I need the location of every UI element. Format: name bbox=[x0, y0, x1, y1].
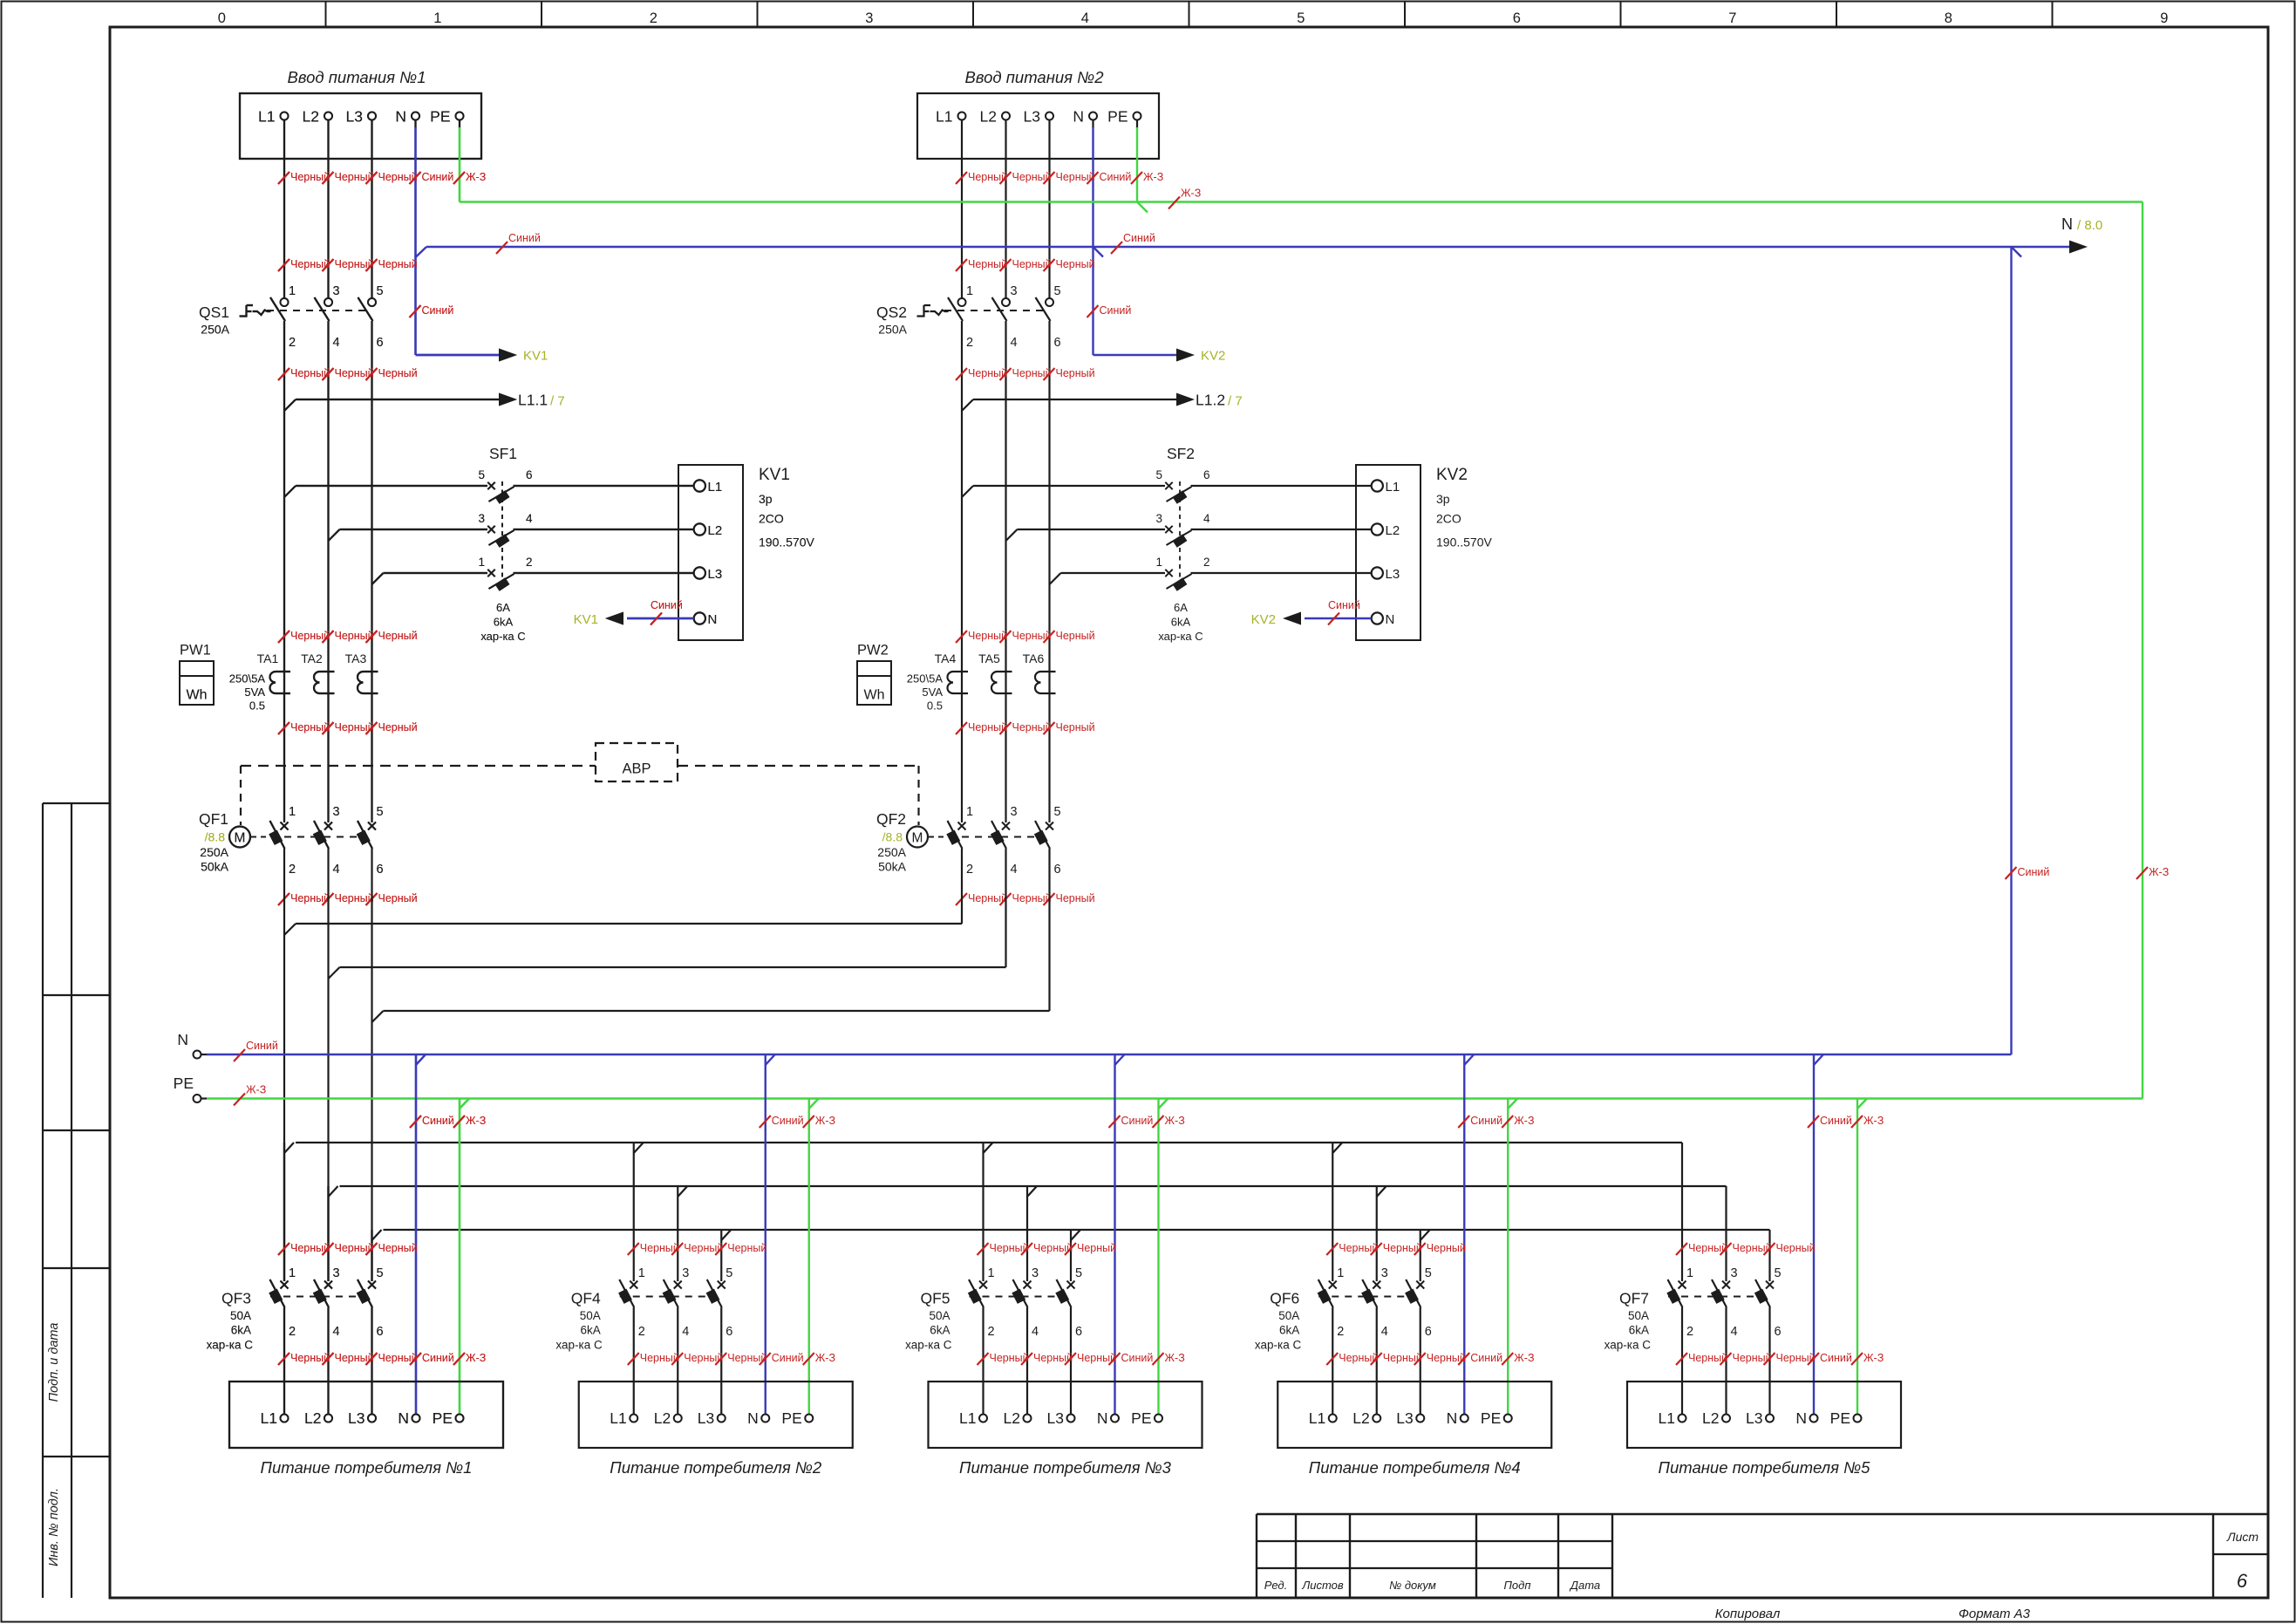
svg-text:1: 1 bbox=[433, 10, 441, 26]
svg-text:9: 9 bbox=[2160, 10, 2168, 26]
svg-text:SF2: SF2 bbox=[1167, 445, 1195, 462]
svg-text:6: 6 bbox=[2237, 1570, 2248, 1592]
svg-text:АВР: АВР bbox=[622, 761, 651, 777]
svg-text:4: 4 bbox=[1081, 10, 1089, 26]
svg-text:7: 7 bbox=[1728, 10, 1736, 26]
svg-text:KV2: KV2 bbox=[1436, 466, 1468, 484]
svg-text:Дата: Дата bbox=[1569, 1579, 1600, 1592]
svg-text:Формат А3: Формат А3 bbox=[1959, 1607, 2031, 1621]
svg-text:Ред.: Ред. bbox=[1264, 1579, 1287, 1592]
svg-text:Питание потребителя №3: Питание потребителя №3 bbox=[959, 1458, 1172, 1477]
svg-text:2: 2 bbox=[650, 10, 657, 26]
svg-text:Ввод питания №2: Ввод питания №2 bbox=[964, 68, 1104, 86]
svg-text:L1.1: L1.1 bbox=[518, 392, 548, 409]
svg-text:PW2: PW2 bbox=[857, 643, 889, 658]
svg-text:QF6: QF6 bbox=[1270, 1290, 1299, 1307]
svg-text:8: 8 bbox=[1945, 10, 1952, 26]
svg-text:№ докум: № докум bbox=[1389, 1579, 1436, 1592]
svg-text:TA1: TA1 bbox=[257, 652, 279, 665]
svg-text:QF5: QF5 bbox=[920, 1290, 950, 1307]
svg-text:0: 0 bbox=[218, 10, 226, 26]
svg-text:Подп: Подп bbox=[1504, 1579, 1531, 1592]
svg-text:KV1: KV1 bbox=[759, 466, 790, 484]
svg-text:5: 5 bbox=[1297, 10, 1305, 26]
svg-text:6: 6 bbox=[1513, 10, 1521, 26]
svg-text:QF7: QF7 bbox=[1619, 1290, 1649, 1307]
svg-text:QF3: QF3 bbox=[221, 1290, 251, 1307]
svg-text:TA2: TA2 bbox=[301, 652, 323, 665]
svg-text:KV1: KV1 bbox=[523, 349, 548, 364]
svg-text:N: N bbox=[2061, 215, 2073, 233]
svg-text:Подп. и дата: Подп. и дата bbox=[47, 1323, 61, 1402]
svg-text:/ 8.0: / 8.0 bbox=[2077, 218, 2102, 233]
svg-text:QF4: QF4 bbox=[571, 1290, 601, 1307]
svg-text:QF1: QF1 bbox=[199, 810, 228, 828]
svg-text:TA3: TA3 bbox=[345, 652, 367, 665]
svg-text:SF1: SF1 bbox=[489, 445, 517, 462]
svg-text:/ 7: / 7 bbox=[550, 394, 565, 409]
svg-text:Лист: Лист bbox=[2226, 1530, 2259, 1544]
svg-text:KV2: KV2 bbox=[1201, 349, 1225, 364]
svg-text:/ 7: / 7 bbox=[1228, 394, 1243, 409]
svg-text:KV1: KV1 bbox=[574, 612, 598, 627]
svg-text:3: 3 bbox=[865, 10, 873, 26]
svg-text:Инв. № подл.: Инв. № подл. bbox=[47, 1488, 61, 1566]
svg-text:TA6: TA6 bbox=[1023, 652, 1045, 665]
svg-text:Питание потребителя №1: Питание потребителя №1 bbox=[261, 1458, 473, 1477]
svg-text:PW1: PW1 bbox=[180, 643, 211, 658]
svg-text:KV2: KV2 bbox=[1251, 612, 1276, 627]
svg-text:Листов: Листов bbox=[1301, 1579, 1344, 1592]
svg-text:Копировал: Копировал bbox=[1715, 1607, 1781, 1621]
svg-text:Питание потребителя №4: Питание потребителя №4 bbox=[1309, 1458, 1521, 1477]
svg-text:Питание потребителя №2: Питание потребителя №2 bbox=[610, 1458, 822, 1477]
svg-text:TA5: TA5 bbox=[978, 652, 1000, 665]
svg-text:Ввод питания №1: Ввод питания №1 bbox=[287, 68, 426, 86]
svg-text:Питание потребителя №5: Питание потребителя №5 bbox=[1659, 1458, 1871, 1477]
svg-text:PE: PE bbox=[174, 1075, 194, 1092]
svg-text:N: N bbox=[177, 1031, 188, 1048]
svg-text:QS2: QS2 bbox=[876, 304, 907, 321]
svg-text:TA4: TA4 bbox=[935, 652, 957, 665]
svg-text:QF2: QF2 bbox=[876, 810, 906, 828]
svg-text:QS1: QS1 bbox=[199, 304, 229, 321]
svg-text:L1.2: L1.2 bbox=[1196, 392, 1225, 409]
